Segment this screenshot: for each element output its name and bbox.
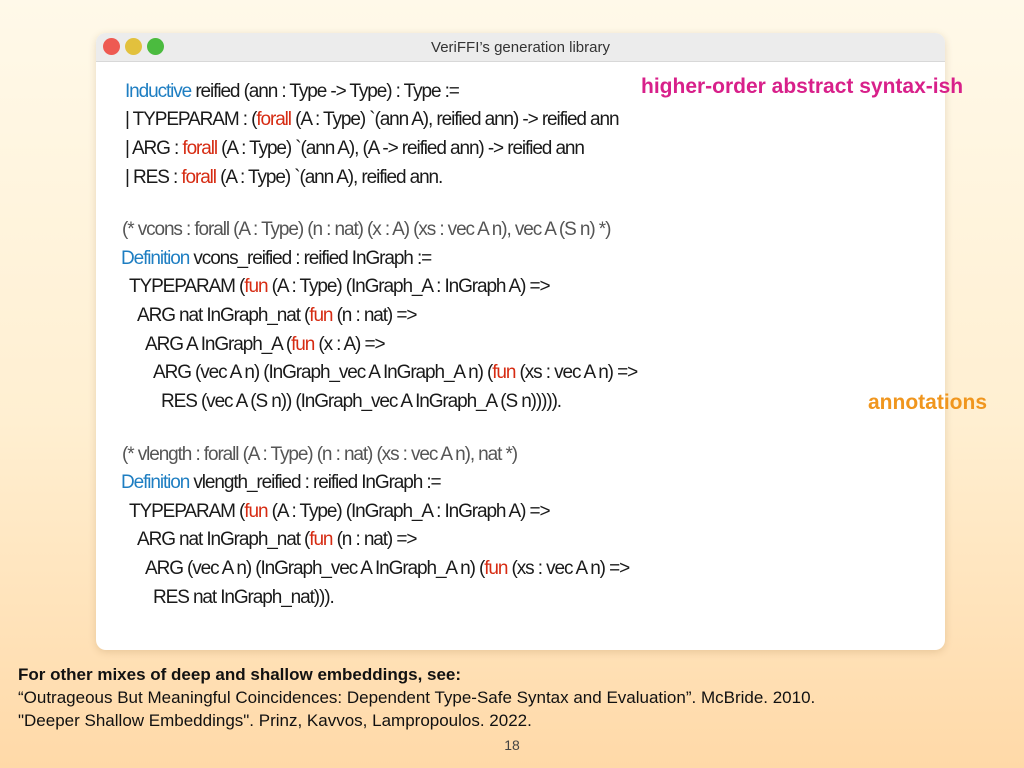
code-text: (A : Type) `(ann A), reified ann. <box>215 167 443 188</box>
code-line: | ARG : forall (A : Type) `(ann A), (A -… <box>125 135 585 163</box>
code-line: ARG nat InGraph_nat (fun (n : nat) => <box>137 526 418 554</box>
code-text: (xs : vec A n) => <box>507 558 631 579</box>
code-text: (n : nat) => <box>332 529 418 550</box>
keyword-forall: forall <box>256 109 292 130</box>
code-line: ARG A InGraph_A (fun (x : A) => <box>145 331 386 359</box>
keyword-inductive: Inductive <box>125 81 192 102</box>
code-text: (n : nat) => <box>332 305 418 326</box>
code-text: (A : Type) `(ann A), reified ann) -> rei… <box>290 109 619 130</box>
code-line: RES (vec A (S n)) (InGraph_vec A InGraph… <box>161 391 562 412</box>
code-text: ARG (vec A n) (InGraph_vec A InGraph_A n… <box>153 362 493 383</box>
code-line: Definition vcons_reified : reified InGra… <box>121 245 432 273</box>
keyword-definition: Definition <box>121 472 190 493</box>
reference-item: “Outrageous But Meaningful Coincidences:… <box>18 688 816 707</box>
app-window: VeriFFI’s generation library <box>96 33 945 650</box>
page-number: 18 <box>504 737 520 753</box>
code-line: ARG nat InGraph_nat (fun (n : nat) => <box>137 302 418 330</box>
close-window-button[interactable] <box>103 38 120 55</box>
code-text: (A : Type) (InGraph_A : InGraph A) => <box>267 501 551 522</box>
code-comment: (* vcons : forall (A : Type) (n : nat) (… <box>122 219 611 240</box>
code-line: RES nat InGraph_nat))). <box>153 587 335 608</box>
code-text: (x : A) => <box>314 334 385 355</box>
code-text: ARG (vec A n) (InGraph_vec A InGraph_A n… <box>145 558 485 579</box>
keyword-fun: fun <box>309 529 333 550</box>
keyword-fun: fun <box>309 305 333 326</box>
code-line: TYPEPARAM (fun (A : Type) (InGraph_A : I… <box>129 273 551 301</box>
code-line: Inductive reified (ann : Type -> Type) :… <box>125 78 460 106</box>
code-text: TYPEPARAM ( <box>129 276 245 297</box>
code-text: (A : Type) `(ann A), (A -> reified ann) … <box>216 138 585 159</box>
code-text: vlength_reified : reified InGraph := <box>189 472 441 493</box>
keyword-fun: fun <box>244 276 268 297</box>
code-text: (A : Type) (InGraph_A : InGraph A) => <box>267 276 551 297</box>
code-text: ARG nat InGraph_nat ( <box>137 305 310 326</box>
annotations-callout: annotations <box>868 391 987 414</box>
hoas-callout: higher-order abstract syntax-ish <box>641 75 964 98</box>
window-title: VeriFFI’s generation library <box>431 39 610 56</box>
code-text: ARG nat InGraph_nat ( <box>137 529 310 550</box>
reference-item: "Deeper Shallow Embeddings". Prinz, Kavv… <box>18 711 532 730</box>
code-text: | TYPEPARAM : ( <box>125 109 257 130</box>
minimize-window-button[interactable] <box>125 38 142 55</box>
code-comment: (* vlength : forall (A : Type) (n : nat)… <box>122 444 518 465</box>
keyword-definition: Definition <box>121 248 190 269</box>
code-line: Definition vlength_reified : reified InG… <box>121 469 442 497</box>
code-text: | ARG : <box>125 138 183 159</box>
keyword-fun: fun <box>492 362 516 383</box>
keyword-fun: fun <box>484 558 508 579</box>
code-line: | TYPEPARAM : (forall (A : Type) `(ann A… <box>125 106 620 134</box>
code-text: (xs : vec A n) => <box>515 362 639 383</box>
code-line: ARG (vec A n) (InGraph_vec A InGraph_A n… <box>145 555 631 583</box>
code-line: | RES : forall (A : Type) `(ann A), reif… <box>125 164 443 192</box>
keyword-forall: forall <box>181 167 217 188</box>
keyword-fun: fun <box>291 334 315 355</box>
code-text: ARG A InGraph_A ( <box>145 334 292 355</box>
code-text: vcons_reified : reified InGraph := <box>189 248 432 269</box>
window-titlebar: VeriFFI’s generation library <box>96 33 945 62</box>
zoom-window-button[interactable] <box>147 38 164 55</box>
code-text: | RES : <box>125 167 182 188</box>
code-text: TYPEPARAM ( <box>129 501 245 522</box>
references-heading: For other mixes of deep and shallow embe… <box>18 665 462 684</box>
keyword-forall: forall <box>182 138 218 159</box>
code-line: ARG (vec A n) (InGraph_vec A InGraph_A n… <box>153 359 639 387</box>
code-line: TYPEPARAM (fun (A : Type) (InGraph_A : I… <box>129 498 551 526</box>
code-text: reified (ann : Type -> Type) : Type := <box>191 81 460 102</box>
keyword-fun: fun <box>244 501 268 522</box>
references: For other mixes of deep and shallow embe… <box>18 663 815 732</box>
